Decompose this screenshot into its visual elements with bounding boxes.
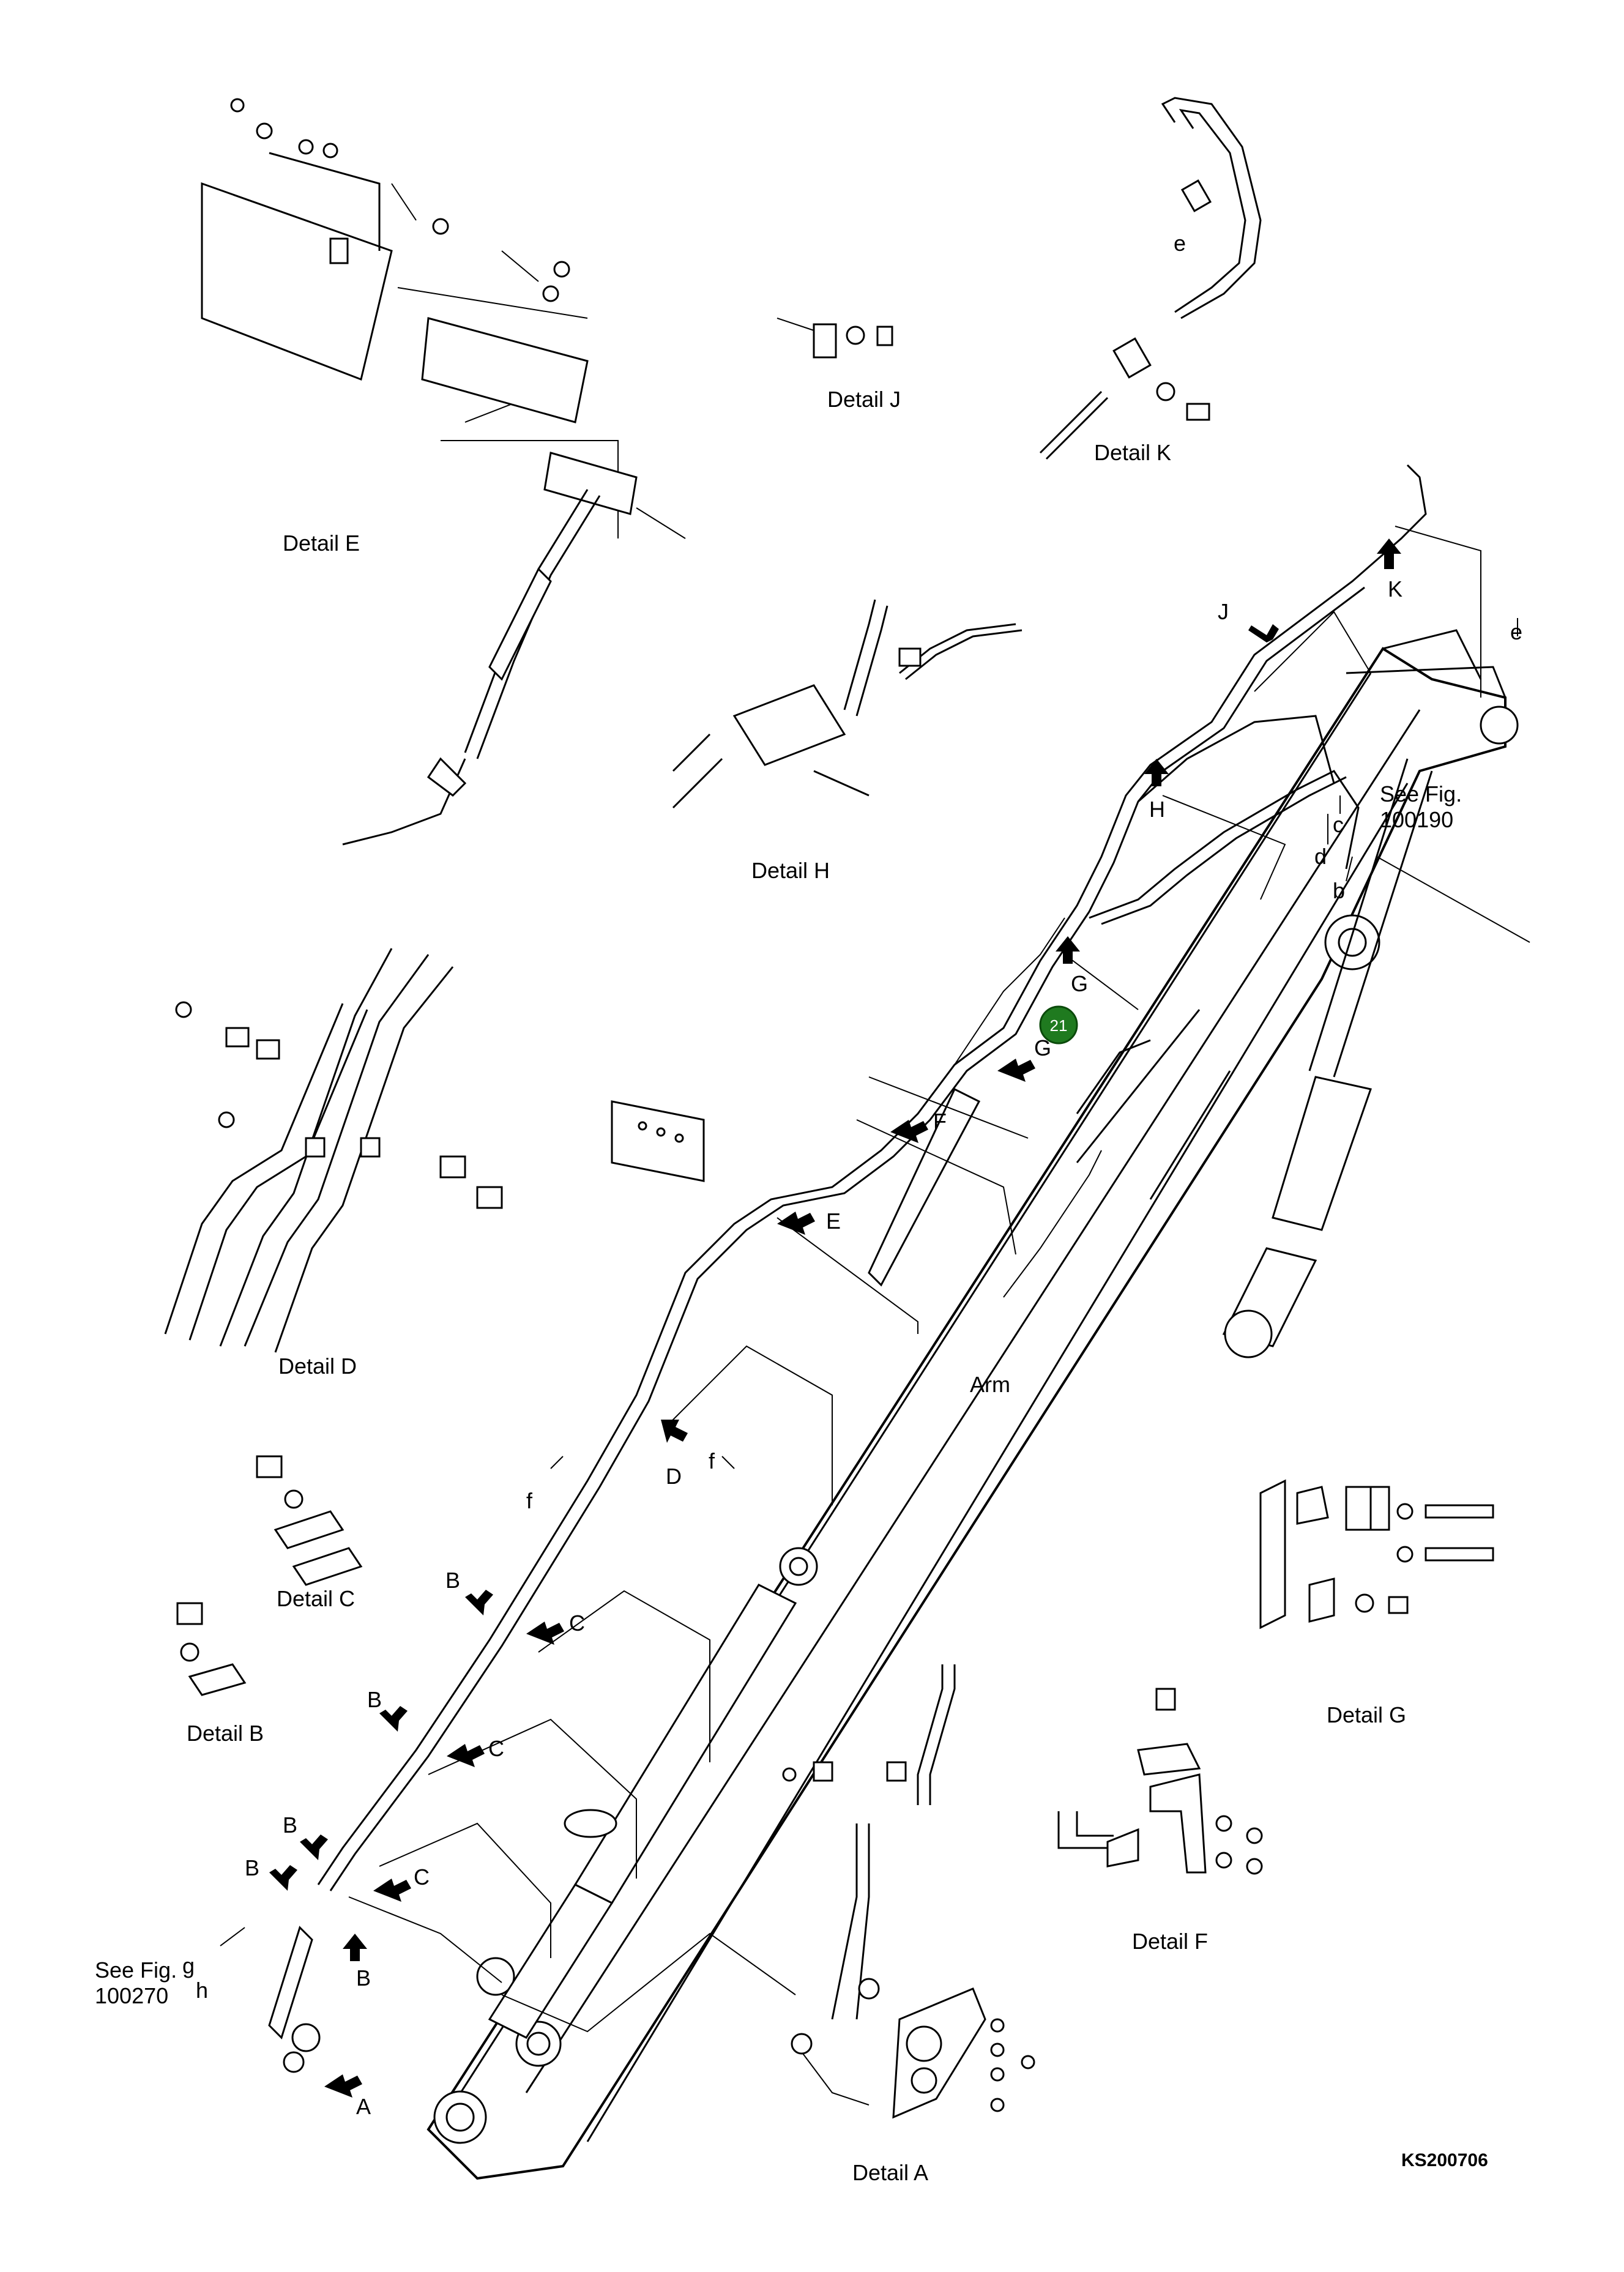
detail-c-drawing (256, 1455, 363, 1586)
callout-f: F (933, 1109, 947, 1134)
arrow-c-2 (447, 1744, 485, 1767)
arrow-b-2 (379, 1706, 408, 1732)
callout-h: H (1149, 797, 1165, 822)
callout-letters: K J H G G F E D B C B C B C B B A (245, 576, 1402, 2119)
callout-c-2: C (488, 1736, 504, 1761)
arrow-f (890, 1120, 928, 1143)
detail-f-drawing (1057, 1688, 1263, 1875)
label-see-fig-top-2: 100190 (1380, 807, 1453, 832)
label-detail-d: Detail D (278, 1354, 357, 1379)
arrow-j (1248, 624, 1279, 642)
connector-letters: e c d b e f f g h (182, 231, 1522, 2003)
connector-h: h (196, 1978, 208, 2003)
detail-j-drawing (777, 318, 893, 359)
arrow-f-mid-connector (721, 1456, 735, 1469)
callout-c-3: C (414, 1864, 430, 1890)
connector-g: g (182, 1953, 195, 1978)
callout-g-upper: G (1071, 971, 1088, 996)
label-detail-e: Detail E (283, 531, 360, 556)
arrow-h (1144, 759, 1169, 786)
callout-b-3: B (283, 1812, 297, 1838)
callout-c-1: C (569, 1611, 585, 1636)
detail-d-drawing (164, 948, 503, 1353)
connector-e-top: e (1510, 619, 1522, 644)
callout-b-2: B (367, 1687, 382, 1712)
label-detail-c: Detail C (277, 1586, 355, 1611)
arrow-b-5 (343, 1934, 367, 1961)
arrow-b-connector (1346, 856, 1353, 882)
marker-circle (1039, 1005, 1078, 1045)
arrow-f-left-connector (550, 1456, 564, 1469)
arm-assembly (426, 629, 1519, 2180)
marker-number: 21 (1050, 1016, 1068, 1035)
label-detail-h: Detail H (751, 858, 830, 883)
arrow-g-upper (1056, 936, 1080, 964)
detail-b-drawing (176, 1602, 247, 1696)
connector-f-mid: f (709, 1448, 715, 1473)
detail-k-drawing (1039, 97, 1262, 460)
callout-a: A (356, 2094, 371, 2119)
label-detail-j: Detail J (827, 387, 901, 412)
label-detail-g: Detail G (1327, 1702, 1406, 1727)
item-marker-21[interactable]: 21 (1039, 1005, 1078, 1045)
callout-d: D (666, 1464, 682, 1489)
callout-k: K (1388, 576, 1402, 602)
arrow-c-1 (526, 1622, 564, 1645)
label-arm: Arm (970, 1372, 1010, 1397)
detail-a-drawing (782, 1664, 1035, 2119)
label-detail-b: Detail B (187, 1721, 264, 1746)
label-see-fig-bottom-1: See Fig. (95, 1957, 177, 1983)
arrow-b-1 (465, 1590, 493, 1615)
callout-e: E (826, 1209, 841, 1234)
label-see-fig-bottom-2: 100270 (95, 1983, 168, 2008)
detail-h-drawing (672, 599, 1022, 809)
arrow-g-lower (997, 1059, 1035, 1082)
label-detail-f: Detail F (1132, 1929, 1208, 1954)
hydraulic-lines (317, 464, 1427, 1891)
arrow-e (777, 1212, 815, 1235)
figure-code: KS200706 (1401, 2150, 1488, 2170)
detail-a-bracket (268, 1926, 321, 2073)
connector-e-detail-k: e (1174, 231, 1186, 256)
detail-g-drawing (1259, 1479, 1494, 1630)
plate-near-e (611, 1100, 705, 1182)
callout-b-5: B (356, 1965, 371, 1991)
arrow-g-connector (220, 1927, 245, 1946)
callout-b-4: B (245, 1855, 259, 1880)
arrow-d (661, 1420, 688, 1443)
arrow-c-3 (373, 1879, 411, 1902)
arrow-a (324, 2074, 362, 2098)
detail-e-drawing (201, 98, 686, 846)
label-detail-a: Detail A (852, 2160, 928, 2185)
callout-b-1: B (445, 1568, 460, 1593)
arrow-b-3 (300, 1834, 328, 1860)
label-see-fig-top-1: See Fig. (1380, 781, 1462, 806)
callout-arrows (220, 538, 1518, 2098)
arrow-b-4 (269, 1865, 297, 1891)
connector-f-left: f (526, 1488, 533, 1513)
connector-c: c (1333, 812, 1344, 837)
label-detail-k: Detail K (1094, 440, 1171, 465)
arrow-k (1377, 538, 1401, 569)
callout-j: J (1218, 599, 1229, 624)
connector-b: b (1333, 878, 1345, 903)
detail-labels: Detail E Detail J Detail K Detail H Deta… (95, 387, 1488, 2185)
connector-d: d (1314, 844, 1327, 869)
leader-lines (348, 287, 1530, 2106)
